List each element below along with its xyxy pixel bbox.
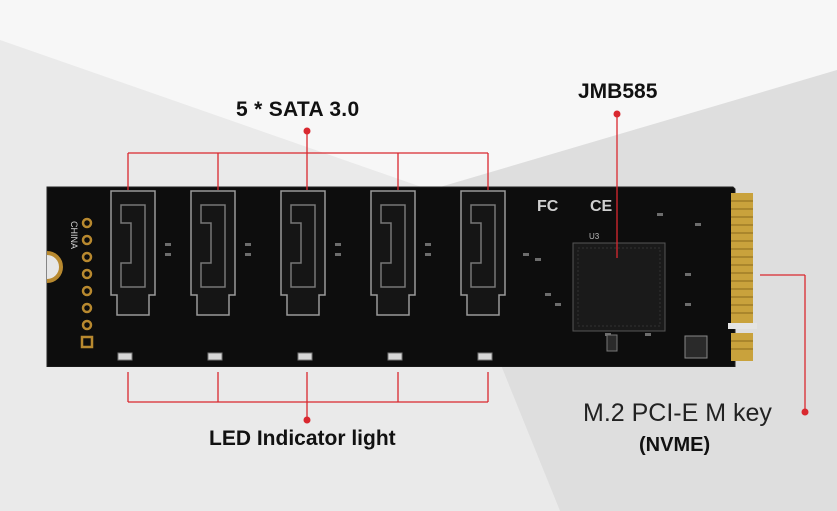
pin-header [80,217,94,349]
m2-label: M.2 PCI-E M key [583,399,772,427]
sata-port-1 [110,190,156,316]
led-indicators [117,352,493,361]
sata-label: 5 * SATA 3.0 [236,98,360,121]
silk-china: CHINA [69,221,79,249]
sata-port-2 [190,190,236,316]
mounting-hole [46,251,63,283]
sata-ports [110,190,506,316]
led-label: LED Indicator light [209,427,396,450]
gold-fingers [731,193,753,361]
sata-port-5 [460,190,506,316]
chip-label: JMB585 [578,80,658,103]
capacitor [606,334,618,352]
m2-card: CHINA [46,186,757,367]
smd-components [165,213,701,336]
fcc-mark: FC [537,198,559,215]
sata-port-4 [370,190,416,316]
svg-text:U3: U3 [589,232,600,241]
jmb585-chip: U3 [572,232,666,332]
ce-mark: CE [590,198,613,215]
sata-port-3 [280,190,326,316]
inductor [684,335,708,359]
nvme-label: (NVME) [639,434,711,456]
